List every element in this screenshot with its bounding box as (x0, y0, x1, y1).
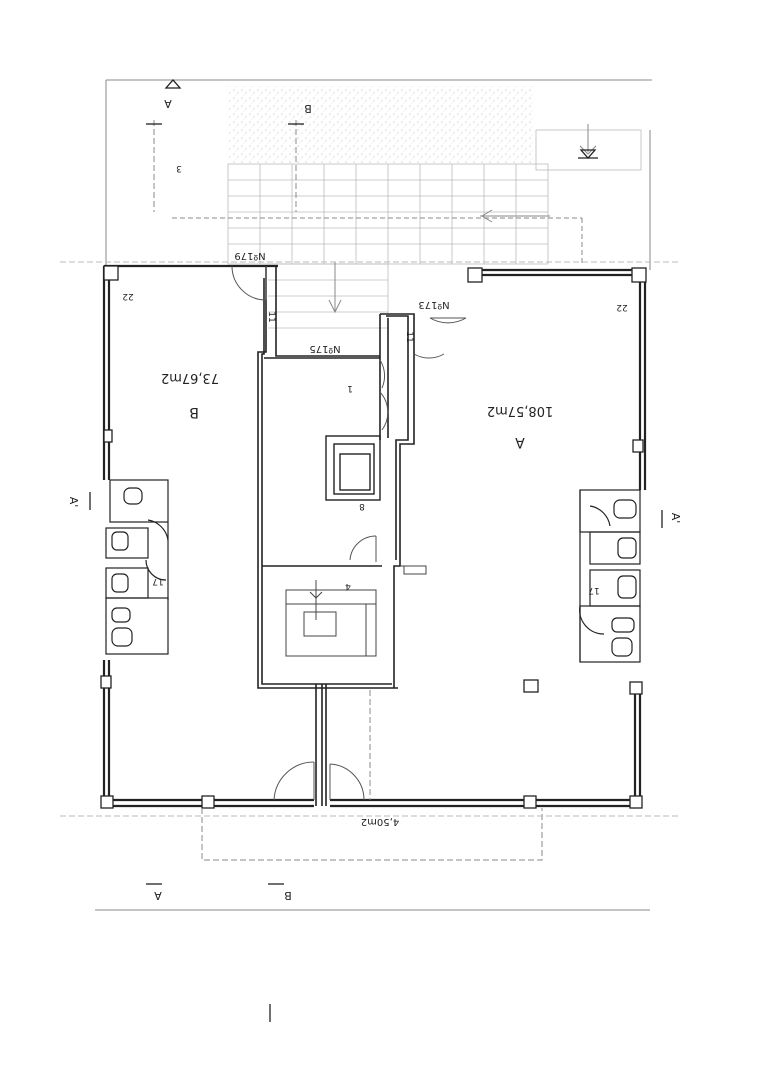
label-17-right: 17 (588, 585, 599, 595)
unit-b-letter: B (189, 404, 199, 420)
door-n179: Nº179 (234, 250, 265, 261)
section-markers (89, 79, 663, 1022)
labels: A 108,57m2 B 73,67m2 4,50m2 Nº179 Nº175 … (67, 97, 682, 902)
door-n175: Nº175 (309, 343, 340, 354)
frame-lines (95, 79, 652, 911)
unit-a-letter: A (515, 434, 525, 450)
section-b-bottom: B (284, 889, 292, 902)
label-3: 3 (176, 163, 182, 173)
hall-area: 4,50m2 (361, 816, 399, 827)
section-a-top: A (164, 97, 172, 110)
label-17-left: 17 (152, 576, 163, 586)
section-b-top: B (304, 102, 312, 115)
door-n173: Nº173 (418, 299, 449, 310)
hall-stair (285, 565, 427, 657)
hall-walls (257, 266, 415, 806)
unit-a-area: 108,57m2 (487, 403, 553, 418)
right-bathrooms (579, 489, 641, 663)
label-11-left: 11 (266, 311, 276, 322)
label-8: 8 (359, 501, 365, 511)
door-swings (231, 265, 467, 801)
left-bathrooms (105, 479, 169, 655)
label-1: 1 (347, 383, 353, 393)
label-4: 4 (345, 581, 351, 591)
section-a-right: A' (669, 513, 682, 524)
elevator (325, 435, 381, 501)
terrace-stairs (172, 86, 642, 345)
columns (100, 265, 647, 809)
dashed-outlines (60, 120, 680, 861)
label-22-right: 22 (616, 302, 627, 312)
section-a-bottom: A (154, 889, 162, 902)
section-a-left: A' (67, 497, 80, 508)
unit-b-area: 73,67m2 (161, 370, 219, 385)
label-11-right: 11 (404, 331, 414, 342)
label-22-left: 22 (122, 291, 133, 301)
